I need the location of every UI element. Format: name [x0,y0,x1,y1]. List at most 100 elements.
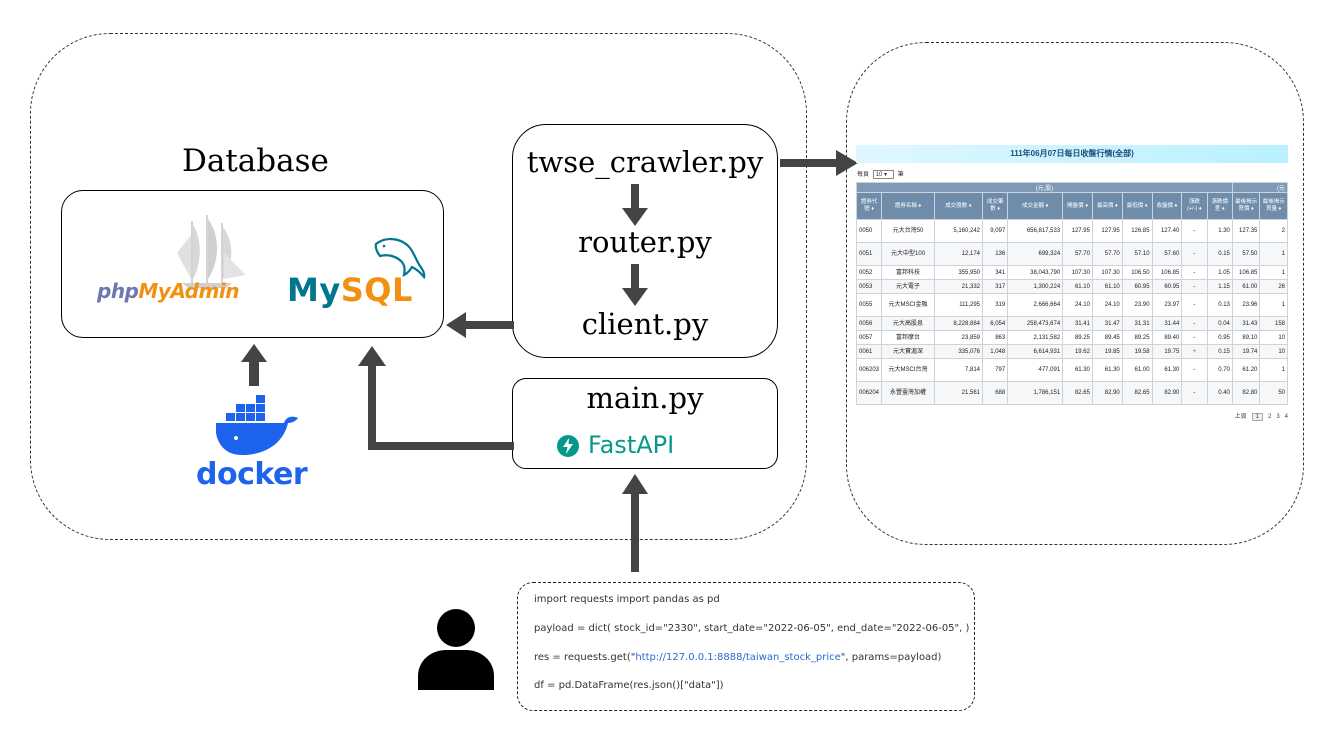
stock-table-cell: 89.25 [1062,330,1093,345]
stock-table-cell: 0.15 [1206,242,1233,266]
stock-table-cell: - [1181,381,1208,405]
stock-table-cell: 158 [1259,316,1288,331]
stock-table-cell: 106.50 [1121,265,1153,280]
stock-table-cell: 元大電子 [881,279,935,294]
stock-table-cell: 0056 [855,316,883,331]
client-label: client.py [581,307,709,341]
mysql-my-text: My [287,271,341,309]
stock-table-cell: 0.04 [1206,316,1233,331]
stock-column-header[interactable]: 漲跌(+/-) ♦ [1181,192,1208,220]
stock-table-cell: 127.35 [1231,219,1261,243]
stock-table-cell: 126.85 [1121,219,1153,243]
code-line-2: payload = dict( stock_id="2330", start_d… [534,623,970,634]
router-label: router.py [578,225,712,259]
sailboat-icon [177,215,246,288]
stock-table-cell: 6,614,931 [1007,344,1064,359]
stock-table-title: 111年06月07日每日收盤行情(全部) [856,145,1288,163]
stock-column-header[interactable]: 證券名稱 ♦ [881,192,935,220]
stock-table: (元,股) (元 證券代號 ♦證券名稱 ♦成交股數 ♦成交筆數 ♦成交金額 ♦開… [855,182,1289,405]
pager-prev-button[interactable]: 上頁 [1234,414,1247,420]
stock-table-cell: 8,228,884 [933,316,984,331]
stock-column-header[interactable]: 漲跌價差 ♦ [1206,192,1233,220]
stock-table-cell: - [1181,316,1208,331]
per-page-select[interactable]: 10 ▾ [872,170,895,179]
stock-table-cell: 12,174 [933,242,984,266]
stock-table-cell: 0055 [855,293,883,317]
stock-column-header[interactable]: 成交筆數 ♦ [982,192,1009,220]
stock-table-cell: 1 [1259,265,1288,280]
arrow-crawler-to-router [622,184,648,226]
stock-table-cell: 19.75 [1151,344,1183,359]
pager-page-button[interactable]: 1 [1251,413,1263,421]
stock-table-cell: 1.05 [1206,265,1233,280]
stock-column-header[interactable]: 收盤價 ♦ [1151,192,1183,220]
stock-column-header[interactable]: 開盤價 ♦ [1062,192,1093,220]
stock-table-cell: 0.70 [1206,358,1233,382]
stock-table-cell: - [1181,279,1208,294]
stock-table-cell: 26 [1259,279,1288,294]
arrow-user-to-main [622,474,648,572]
stock-table-cell: 0057 [855,330,883,345]
database-title: Database [182,143,329,179]
dolphin-icon [374,238,426,279]
stock-table-cell: 82.65 [1062,381,1093,405]
stock-table-cell: 2 [1259,219,1288,243]
stock-table-cell: 106.85 [1231,265,1261,280]
stock-header-row: 證券代號 ♦證券名稱 ♦成交股數 ♦成交筆數 ♦成交金額 ♦開盤價 ♦最高價 ♦… [855,192,1288,220]
stock-table-cell: 863 [982,330,1009,345]
stock-table-cell: 23.97 [1151,293,1183,317]
database-box: phpMyAdmin MySQL [61,190,444,338]
stock-table-cell: 797 [982,358,1009,382]
stock-table-cell: 24.10 [1062,293,1093,317]
stock-table-cell: + [1181,344,1208,359]
stock-table-cell: 9,097 [982,219,1009,243]
stock-column-header[interactable]: 證券代號 ♦ [855,192,883,220]
stock-table-cell: 1.15 [1206,279,1233,294]
stock-table-cell: 元大MSCI台灣 [881,358,935,382]
arrow-crawler-to-website [780,150,858,176]
stock-table-cell: 61.30 [1091,358,1123,382]
stock-column-header[interactable]: 最後揭示買量 ♦ [1259,192,1288,220]
per-page-prefix: 每頁 [857,172,870,178]
stock-table-cell: 61.30 [1151,358,1183,382]
pager-page-button[interactable]: 2 [1267,414,1272,420]
stock-table-cell: 89.45 [1091,330,1123,345]
stock-column-header[interactable]: 最後揭示買價 ♦ [1231,192,1261,220]
stock-table-cell: 0.13 [1206,293,1233,317]
per-page-value: 10 [875,172,883,178]
stock-table-cell: 19.62 [1062,344,1093,359]
stock-table-cell: 1,300,224 [1007,279,1064,294]
fastapi-bolt-icon [557,435,579,457]
phpmyadmin-myadmin-text: MyAdmin [138,279,239,303]
stock-table-cell: 永豐臺灣加權 [881,381,935,405]
stock-table-cell: 19.85 [1091,344,1123,359]
stock-column-header[interactable]: 成交金額 ♦ [1007,192,1064,220]
stock-table-cell: 477,091 [1007,358,1064,382]
stock-table-cell: 0.95 [1206,330,1233,345]
stock-table-cell: 0.15 [1206,344,1233,359]
stock-table-cell: - [1181,358,1208,382]
pager-page-button[interactable]: 3 [1276,414,1280,420]
stock-column-header[interactable]: 成交股數 ♦ [933,192,984,220]
stock-table-cell: 82.90 [1091,381,1123,405]
stock-table-cell: 31.47 [1091,316,1123,331]
twse-website-region [846,42,1304,545]
api-url-link[interactable]: http://127.0.0.1:8888/taiwan_stock_price [635,652,841,663]
stock-table-cell: 23.90 [1121,293,1153,317]
stock-column-header[interactable]: 最低價 ♦ [1121,192,1153,220]
stock-table-cell: 31.44 [1151,316,1183,331]
stock-table-cell: 355,950 [933,265,984,280]
stock-table-cell: 1,786,151 [1007,381,1064,405]
stock-table-cell: - [1181,242,1208,266]
stock-table-cell: 006204 [855,381,883,405]
stock-table-cell: 57.50 [1231,242,1261,266]
pager-page-button[interactable]: 4 [1284,414,1288,420]
stock-table-cell: 元大MSCI金融 [881,293,935,317]
stock-table-cell: 127.95 [1091,219,1123,243]
stock-column-header[interactable]: 最高價 ♦ [1091,192,1123,220]
